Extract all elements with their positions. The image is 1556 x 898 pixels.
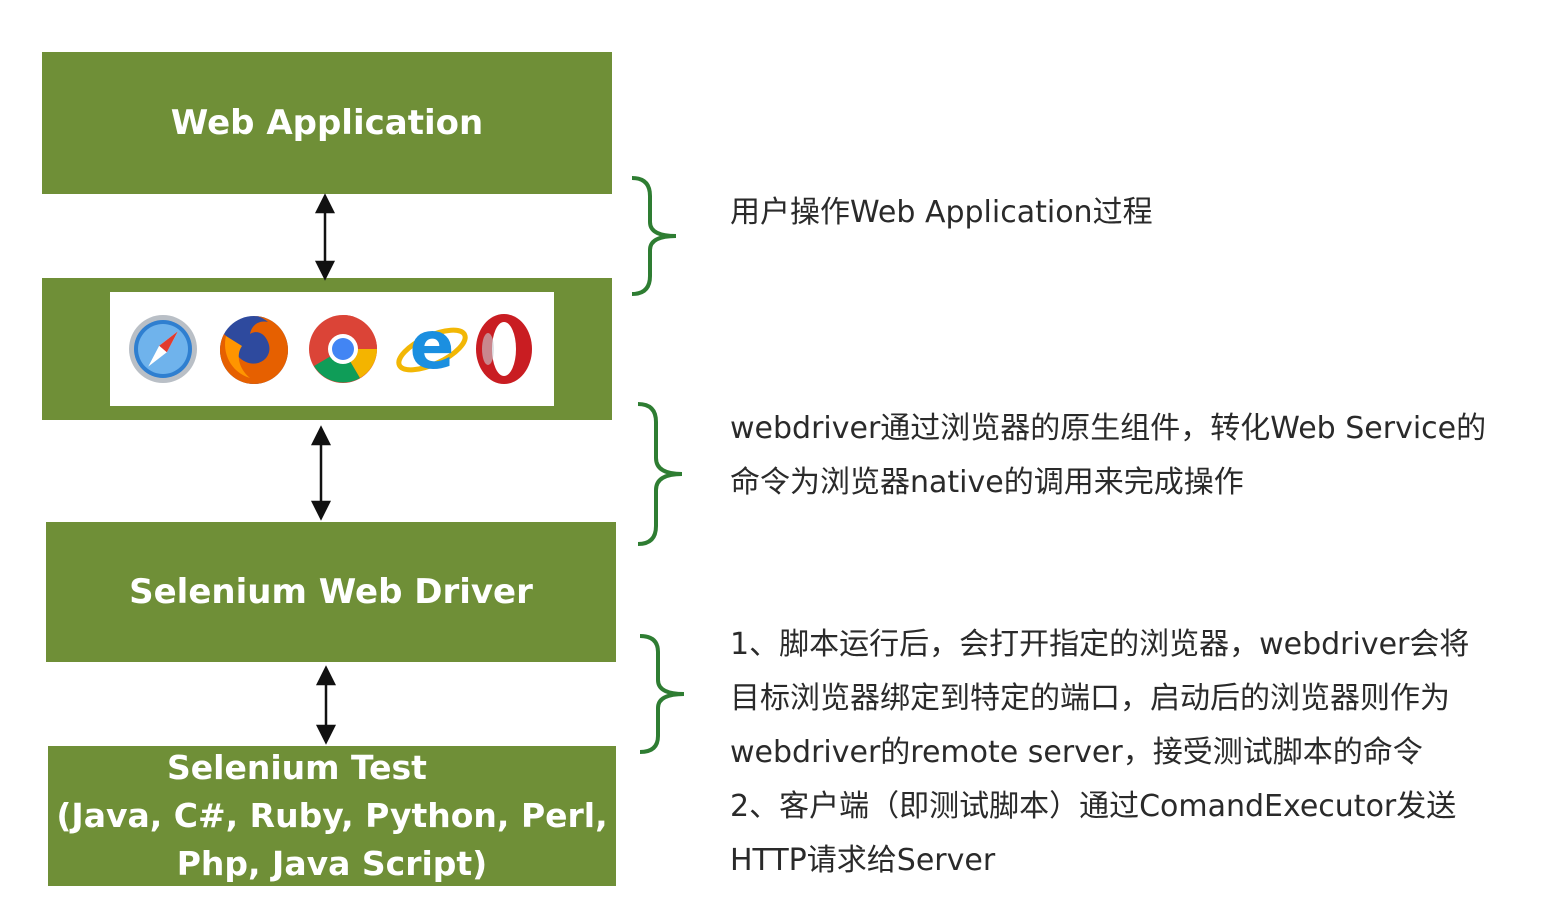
- brace-3: [639, 634, 685, 754]
- double-arrow-browsers-driver: [310, 425, 332, 521]
- note-script-flow-line4: 2、客户端（即测试脚本）通过ComandExecutor发送: [730, 789, 1457, 824]
- selenium-web-driver-label: Selenium Web Driver: [129, 572, 533, 612]
- svg-text:e: e: [410, 310, 455, 384]
- web-application-box: Web Application: [42, 52, 612, 194]
- note-script-flow-line2: 目标浏览器绑定到特定的端口，启动后的浏览器则作为: [730, 681, 1450, 716]
- selenium-test-title: Selenium Test: [167, 748, 427, 787]
- chrome-icon: [309, 315, 377, 383]
- browser-icons-strip: e: [110, 292, 554, 406]
- note-webdriver-native-line2: 命令为浏览器native的调用来完成操作: [730, 465, 1244, 500]
- safari-icon: [129, 315, 197, 383]
- selenium-test-languages-line1: (Java, C#, Ruby, Python, Perl,: [56, 796, 608, 835]
- note-script-flow-line1: 1、脚本运行后，会打开指定的浏览器，webdriver会将: [730, 627, 1470, 662]
- browsers-box: e: [42, 278, 612, 420]
- selenium-test-languages-line2: Php, Java Script): [176, 844, 488, 883]
- ie-icon: e: [396, 310, 468, 384]
- note-user-operation-line: 用户操作Web Application过程: [730, 195, 1153, 230]
- firefox-icon: [220, 316, 288, 384]
- note-user-operation: 用户操作Web Application过程: [730, 186, 1153, 240]
- double-arrow-webapp-browsers: [314, 193, 336, 281]
- note-webdriver-native: webdriver通过浏览器的原生组件，转化Web Service的 命令为浏览…: [730, 402, 1486, 510]
- web-application-label: Web Application: [170, 103, 484, 143]
- note-script-flow-line5: HTTP请求给Server: [730, 843, 996, 878]
- selenium-test-box: Selenium Test (Java, C#, Ruby, Python, P…: [48, 746, 616, 886]
- selenium-web-driver-box: Selenium Web Driver: [46, 522, 616, 662]
- opera-icon: [476, 314, 532, 384]
- brace-1: [631, 176, 677, 296]
- double-arrow-driver-test: [315, 665, 337, 745]
- note-script-flow: 1、脚本运行后，会打开指定的浏览器，webdriver会将 目标浏览器绑定到特定…: [730, 618, 1469, 888]
- note-script-flow-line3: webdriver的remote server，接受测试脚本的命令: [730, 735, 1423, 770]
- note-webdriver-native-line1: webdriver通过浏览器的原生组件，转化Web Service的: [730, 411, 1487, 446]
- brace-2: [637, 402, 683, 546]
